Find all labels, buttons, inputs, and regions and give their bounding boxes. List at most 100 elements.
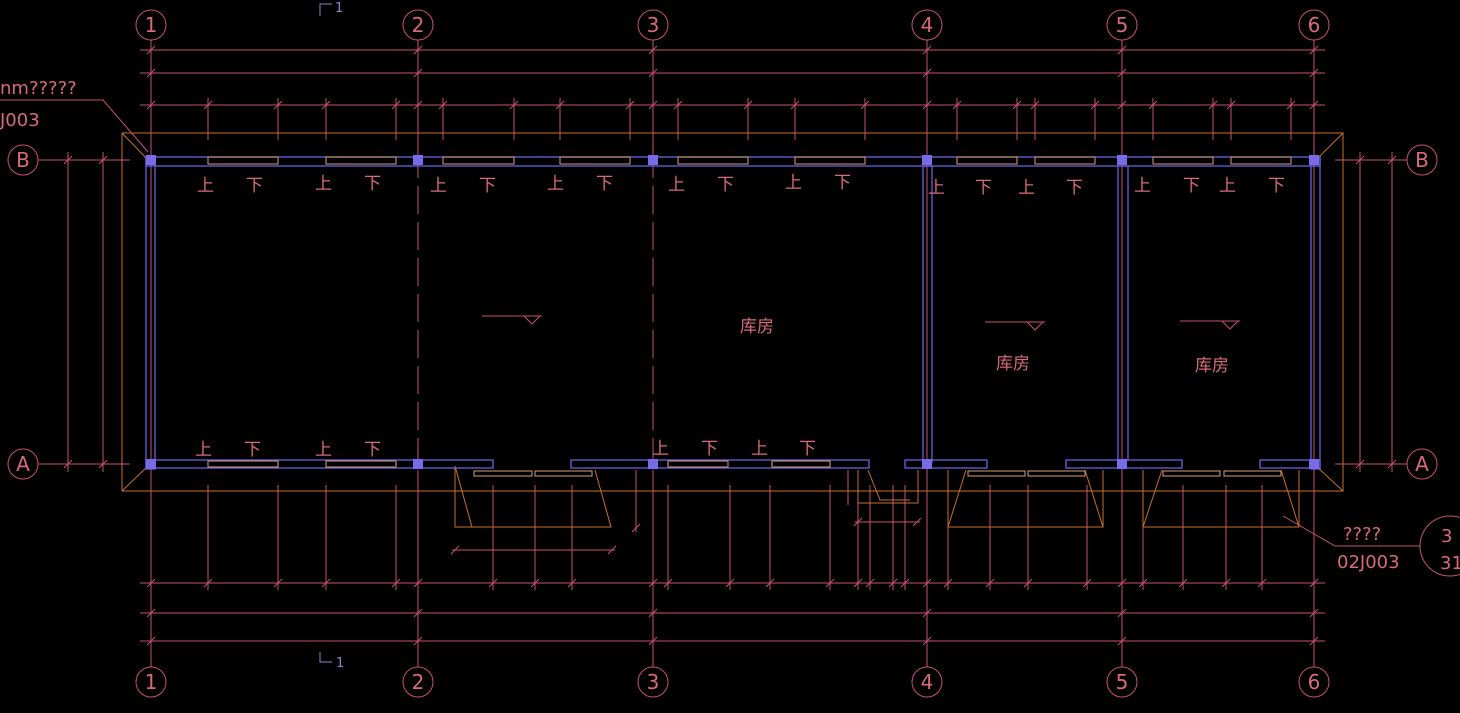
column <box>648 155 658 165</box>
window-top <box>1230 156 1292 165</box>
section-mark-bottom-symbol <box>319 652 332 663</box>
level-triangle <box>523 315 541 325</box>
window-top <box>207 156 279 165</box>
corner-diagonal <box>121 132 149 161</box>
column <box>1117 155 1127 165</box>
tag-down: 下 <box>364 174 381 194</box>
ref-bubble-right <box>1419 515 1460 577</box>
axis-labels-bottom: 1 2 3 4 5 6 <box>145 670 1321 694</box>
axis-label-1-bottom: 1 <box>145 670 158 694</box>
corner-diagonal <box>1315 465 1344 492</box>
tag-down: 下 <box>244 440 261 460</box>
axis-label-2-top: 2 <box>412 13 425 37</box>
column <box>413 155 423 165</box>
column <box>922 459 932 469</box>
window-bottom <box>207 460 279 468</box>
level-triangle <box>1221 320 1239 330</box>
column <box>146 155 156 165</box>
axis-bubbles-horizontal <box>7 144 1438 480</box>
wall-right <box>1310 156 1321 470</box>
section-mark-top-label: 1 <box>335 1 343 16</box>
axis-bubble-6-bottom <box>1298 666 1330 698</box>
window-step <box>1027 470 1086 477</box>
tag-down: 下 <box>1183 176 1200 196</box>
section-mark-top: 1 <box>319 1 343 16</box>
section-mark-top-symbol <box>319 3 332 16</box>
axis-label-B-left: B <box>16 148 30 172</box>
step-small <box>857 470 919 504</box>
level-triangle <box>1026 321 1044 331</box>
dim-tick <box>607 545 617 555</box>
step-ramp <box>454 466 612 528</box>
axis-label-6-bottom: 6 <box>1308 670 1321 694</box>
window-top <box>794 156 866 165</box>
tag-down: 下 <box>834 173 851 193</box>
axis-bubble-1-top <box>135 9 167 41</box>
dim-tick <box>853 517 863 527</box>
grid-lines <box>38 40 1407 667</box>
axis-label-A-right: A <box>1415 452 1429 476</box>
window-step <box>1223 470 1282 477</box>
step-edge <box>1142 469 1163 528</box>
ref-bubble-top: 3 <box>1441 526 1452 547</box>
step-ramp <box>947 470 1104 528</box>
axis-bubble-B-left <box>7 144 39 176</box>
column <box>1117 459 1127 469</box>
dimension-lines <box>63 45 1397 646</box>
tag-down: 下 <box>975 178 992 198</box>
tag-up: 上 <box>315 174 332 194</box>
step-edge <box>947 469 967 528</box>
window-top <box>442 156 515 165</box>
door-tags-bottom: 上 下 上 下 上 下 上 下 <box>195 439 816 460</box>
tag-up: 上 <box>785 173 802 193</box>
step-edge <box>1280 469 1300 528</box>
window-top <box>956 156 1018 165</box>
ref-leader-right <box>1282 515 1420 547</box>
wall-bottom-segment <box>904 459 988 469</box>
axis-bubble-B-right <box>1406 144 1438 176</box>
column <box>146 459 156 469</box>
tag-down: 下 <box>364 440 381 460</box>
dim-tick <box>631 523 641 533</box>
axis-labels-top: 1 2 3 4 5 6 <box>145 13 1321 37</box>
windows <box>207 156 1292 477</box>
column <box>413 459 423 469</box>
tag-down: 下 <box>246 176 263 196</box>
ref-bubble-bottom: 31 <box>1440 553 1460 574</box>
column <box>648 459 658 469</box>
ref-callout-left: nm????? J003 <box>0 78 149 153</box>
step-slope <box>867 469 910 501</box>
ref-leader-left <box>0 99 149 153</box>
axis-label-4-top: 4 <box>921 13 934 37</box>
axis-bubble-5-top <box>1106 9 1138 41</box>
window-top <box>1034 156 1096 165</box>
window-bottom <box>667 460 729 468</box>
wall-partition <box>1117 165 1129 461</box>
axis-label-3-bottom: 3 <box>647 670 660 694</box>
tag-down: 下 <box>717 175 734 195</box>
ref-right-bottom: 02J003 <box>1337 552 1400 573</box>
dim-tick <box>450 545 460 555</box>
tag-down: 下 <box>701 439 718 459</box>
tag-up: 上 <box>197 176 214 196</box>
axis-bubble-2-top <box>402 9 434 41</box>
ref-left-bottom: J003 <box>0 110 40 131</box>
axis-label-4-bottom: 4 <box>921 670 934 694</box>
axis-bubble-3-top <box>637 9 669 41</box>
column <box>1309 459 1319 469</box>
window-top <box>325 156 397 165</box>
tag-down: 下 <box>1066 178 1083 198</box>
ref-right-top: ???? <box>1343 524 1381 545</box>
tag-up: 上 <box>928 178 945 198</box>
tag-up: 上 <box>547 174 564 194</box>
corner-diagonal <box>121 465 149 492</box>
window-bottom <box>771 460 831 468</box>
axis-label-A-left: A <box>16 452 30 476</box>
window-step <box>1162 470 1221 477</box>
tag-up: 上 <box>195 440 212 460</box>
dim-tick <box>912 517 922 527</box>
tag-down: 下 <box>479 176 496 196</box>
corner-diagonal <box>1315 132 1344 161</box>
tag-up: 上 <box>1018 178 1035 198</box>
axis-bubble-4-top <box>911 9 943 41</box>
